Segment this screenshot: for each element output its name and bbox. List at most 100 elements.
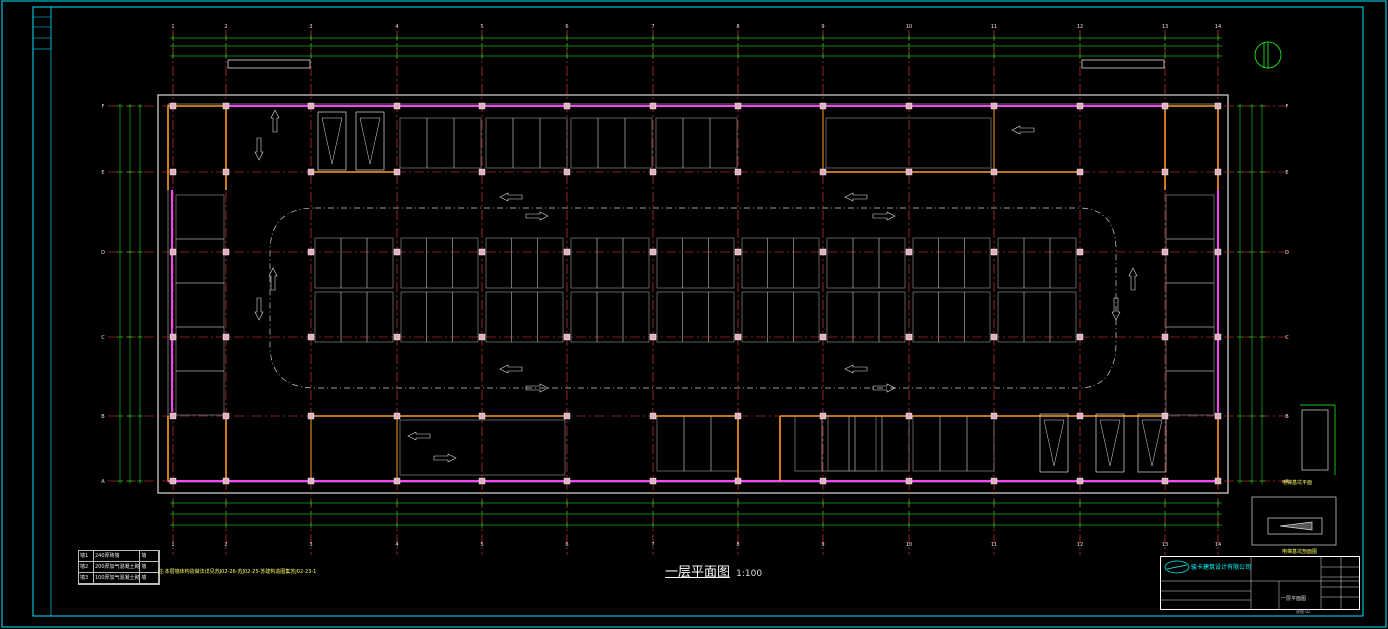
- parking-stall: [793, 291, 820, 343]
- legend-cell: 墙: [140, 562, 160, 572]
- grid-column-label: 14: [1215, 542, 1221, 548]
- axis-grid: [108, 30, 1290, 555]
- column: [1214, 248, 1222, 256]
- legend-cell: 墙3: [79, 573, 94, 583]
- grid-column-label: 3: [309, 542, 312, 548]
- parking-stall: [340, 237, 368, 289]
- building-outline: [157, 94, 1229, 494]
- grid-row-label: A: [1285, 479, 1289, 485]
- grid-column-label: 12: [1077, 542, 1083, 548]
- column: [478, 412, 486, 420]
- parking-stall: [570, 237, 598, 289]
- arrow-icon: [254, 297, 264, 321]
- parking-stall: [570, 117, 599, 169]
- column: [1214, 477, 1222, 485]
- parking-stall: [710, 415, 739, 472]
- column: [1161, 102, 1169, 110]
- legend-cell: 墙: [140, 573, 160, 583]
- parking-stall: [400, 291, 427, 343]
- parking-stall: [570, 291, 598, 343]
- parking-stall: [314, 291, 342, 343]
- column: [1161, 412, 1169, 420]
- walls: [167, 105, 1219, 482]
- grid-column-label: 2: [224, 542, 227, 548]
- column: [819, 248, 827, 256]
- arrow-icon: [1011, 125, 1035, 135]
- grid-column-label: 9: [821, 542, 824, 548]
- column: [307, 333, 315, 341]
- arrow-icon: [844, 364, 868, 374]
- grid-row-label: C: [101, 335, 105, 341]
- grid-row-label: A: [101, 479, 105, 485]
- parking-stall: [997, 291, 1025, 343]
- parking-stall: [854, 415, 883, 472]
- column: [1076, 477, 1084, 485]
- parking-stall: [1165, 326, 1215, 372]
- parking-stall: [878, 237, 906, 289]
- parking-stall: [596, 237, 624, 289]
- title-block: 骏卡建筑设计有限公司 一层平面图: [1160, 556, 1360, 610]
- grid-row-label: C: [1285, 335, 1289, 341]
- grid-column-label: 11: [991, 24, 997, 30]
- grid-column-label: 11: [991, 542, 997, 548]
- grid-row-label: B: [101, 414, 105, 420]
- column: [393, 102, 401, 110]
- parking-stall: [741, 237, 768, 289]
- parking-stall: [624, 117, 653, 169]
- column: [649, 333, 657, 341]
- column: [649, 477, 657, 485]
- arrow-icon: [1111, 297, 1121, 321]
- grid-column-label: 2: [224, 24, 227, 30]
- parking-stall: [852, 237, 880, 289]
- column: [478, 102, 486, 110]
- parking-stall: [656, 237, 683, 289]
- parking-stall: [682, 237, 709, 289]
- arrow-icon: [270, 109, 280, 133]
- legend-cell: 墙2: [79, 562, 94, 572]
- column: [563, 168, 571, 176]
- parking-stall: [175, 326, 225, 372]
- arrow-icon: [499, 364, 523, 374]
- parking-stall: [1023, 237, 1051, 289]
- parking-stall: [964, 291, 991, 343]
- parking-stall: [399, 117, 428, 169]
- parking-stall: [485, 291, 512, 343]
- column: [819, 333, 827, 341]
- column: [222, 333, 230, 341]
- column: [734, 168, 742, 176]
- parking-stall: [741, 291, 768, 343]
- column: [169, 248, 177, 256]
- column: [819, 412, 827, 420]
- grid-column-label: 5: [480, 24, 483, 30]
- column: [222, 477, 230, 485]
- column: [222, 168, 230, 176]
- parking-stall: [682, 117, 711, 169]
- parking-stall: [1165, 238, 1215, 284]
- column: [1214, 102, 1222, 110]
- parking-stall: [708, 237, 735, 289]
- column: [990, 168, 998, 176]
- column: [1161, 168, 1169, 176]
- parking-stall: [912, 415, 941, 472]
- parking-stall: [622, 291, 650, 343]
- parking-area: [825, 117, 992, 169]
- grid-column-label: 13: [1162, 24, 1168, 30]
- column: [1214, 168, 1222, 176]
- parking-stall: [821, 415, 850, 472]
- column: [649, 412, 657, 420]
- parking-stall: [175, 194, 225, 240]
- arrow-icon: [268, 267, 278, 291]
- parking-stall: [912, 291, 939, 343]
- parking-stall: [539, 117, 568, 169]
- elevator-pit-mark: [1099, 419, 1121, 467]
- column: [307, 412, 315, 420]
- company-name: 骏卡建筑设计有限公司: [1191, 564, 1252, 571]
- column: [478, 477, 486, 485]
- grid-column-label: 6: [565, 24, 568, 30]
- column: [905, 477, 913, 485]
- drawing-frame: [32, 6, 1364, 617]
- parking-stall: [827, 415, 856, 472]
- column: [478, 168, 486, 176]
